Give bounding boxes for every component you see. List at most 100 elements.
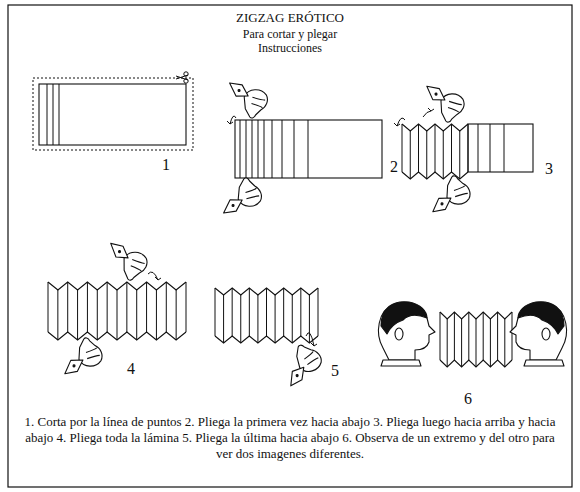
fold-edge: [468, 312, 469, 360]
hand-fingers: [250, 95, 266, 109]
fold-edge: [476, 319, 477, 367]
paper-strip: [468, 124, 533, 172]
fold-line: [252, 120, 253, 178]
hand-cuff: [433, 196, 451, 214]
hand: [111, 240, 149, 281]
head-hair: [381, 302, 427, 334]
hand-fingers: [447, 100, 463, 114]
hand-cuff: [224, 197, 243, 216]
fold-edge: [275, 295, 276, 343]
callout-number: 5: [331, 362, 339, 380]
subtitle: Para cortar y plegar: [0, 27, 580, 42]
fold-edge: [215, 288, 216, 336]
fold-arrow-head: [394, 123, 400, 126]
fold-arrow: [306, 333, 317, 346]
fold-edge: [87, 282, 88, 332]
hand: [427, 82, 467, 125]
hand: [433, 174, 473, 217]
fold-edge: [418, 124, 419, 172]
title: ZIGZAG ERÓTICO: [0, 10, 580, 26]
fold-edge: [156, 290, 157, 340]
pleated-strip: [402, 124, 468, 179]
outer-frame: [8, 5, 572, 487]
fold-edge: [483, 312, 484, 360]
fold-edge: [57, 290, 58, 340]
fold-edge: [266, 288, 267, 336]
fold-line: [490, 124, 491, 172]
fold-edge: [292, 295, 293, 343]
head-ear: [395, 328, 403, 340]
fold-edge: [504, 319, 505, 367]
fold-edge: [461, 319, 462, 367]
fold-line: [240, 120, 241, 178]
fold-line: [282, 120, 283, 178]
fold-line: [246, 120, 247, 178]
paper-sheet: [39, 84, 186, 145]
fold-edge: [146, 282, 147, 332]
hand-cuff: [230, 80, 249, 99]
fold-edge: [97, 290, 98, 340]
fold-edge: [249, 288, 250, 336]
fold-line: [47, 84, 48, 145]
fold-line: [264, 120, 265, 178]
strip-bottom: [215, 336, 318, 343]
fold-line: [59, 84, 60, 145]
hand: [284, 342, 325, 386]
fold-line: [53, 84, 54, 145]
head-collar: [381, 360, 421, 366]
hand-fingers: [130, 259, 145, 272]
fold-edge: [497, 312, 498, 360]
strip-top: [48, 282, 186, 290]
paper-strip: [235, 120, 382, 178]
observer-head: [510, 302, 566, 366]
fold-edge: [48, 282, 49, 332]
fold-edge: [223, 295, 224, 343]
fold-edge: [318, 288, 319, 336]
hand-fingers: [244, 187, 260, 201]
callout-number: 1: [162, 156, 170, 174]
callout-number: 3: [545, 160, 553, 178]
pleated-strip: [48, 282, 186, 340]
hand-fingers: [303, 351, 319, 365]
subtitle: Instrucciones: [0, 41, 580, 56]
fold-edge: [186, 282, 187, 332]
callout-number: 4: [127, 360, 135, 378]
hand: [65, 336, 105, 379]
cuff-button: [238, 89, 240, 91]
pleated-strip: [215, 288, 318, 343]
hand-fingers: [453, 184, 469, 198]
hand-cuff: [65, 358, 83, 376]
head-ear: [542, 328, 550, 340]
cuff-button: [441, 203, 443, 205]
strip-top: [215, 288, 318, 295]
fold-edge: [443, 131, 444, 179]
fold-edge: [459, 131, 460, 179]
fold-arrow: [394, 118, 405, 126]
head-collar: [524, 360, 564, 366]
scissors-symbol: [176, 72, 188, 83]
fold-arrow-head: [311, 343, 317, 346]
cut-line: [33, 78, 193, 150]
fold-edge: [136, 290, 137, 340]
fold-arrow: [423, 108, 434, 117]
hand-cuff: [427, 84, 445, 102]
head-hair: [518, 302, 564, 334]
callout-number: 6: [464, 390, 472, 408]
pleated-strip: [440, 312, 512, 367]
fold-arrow: [148, 272, 161, 280]
fold-line: [272, 120, 273, 178]
fold-edge: [454, 312, 455, 360]
fold-edge: [512, 312, 513, 360]
fold-edge: [440, 312, 441, 360]
strip-outline: [235, 120, 382, 178]
fold-edge: [435, 124, 436, 172]
fold-edge: [490, 319, 491, 367]
observer-head: [379, 302, 435, 366]
strip-bottom: [48, 332, 186, 340]
fold-arrow-head: [155, 277, 161, 280]
cuff-button: [296, 374, 298, 376]
fold-edge: [447, 319, 448, 367]
fold-edge: [410, 131, 411, 179]
fold-edge: [166, 282, 167, 332]
fold-arrow: [227, 116, 236, 124]
